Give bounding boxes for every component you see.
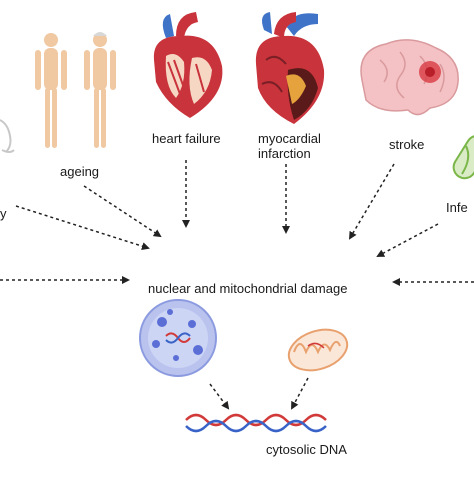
arrow-stroke <box>348 163 395 240</box>
arrow-mito-dna <box>291 377 309 410</box>
infarcted-heart-icon <box>255 12 325 124</box>
cytosolic-dna-label: cytosolic DNA <box>266 442 347 457</box>
heart-failure-icon <box>153 12 223 118</box>
arrow-infection <box>376 223 439 257</box>
ageing-label: ageing <box>60 164 100 179</box>
dotted-arrows <box>0 160 474 410</box>
damage-label: nuclear and mitochondrial damage <box>148 281 348 296</box>
heart-failure-label: heart failure <box>152 131 221 146</box>
myocardial-label: myocardial <box>258 131 321 146</box>
left-partial-label: y <box>0 206 7 221</box>
infection-label: Infe <box>446 200 468 215</box>
brain-icon <box>360 39 459 116</box>
bacteria-icon <box>452 134 474 180</box>
arrow-left-upper <box>15 205 150 250</box>
infarction-label: infarction <box>258 146 311 161</box>
cell-nucleus-icon <box>139 299 217 377</box>
dna-helix-icon <box>185 413 327 433</box>
body-outline-icon <box>0 119 15 153</box>
human-figures-icon <box>35 32 116 148</box>
stroke-label: stroke <box>389 137 425 152</box>
arrow-ageing <box>83 185 162 238</box>
arrow-nucleus-dna <box>209 383 230 410</box>
mitochondrion-icon <box>287 328 349 372</box>
